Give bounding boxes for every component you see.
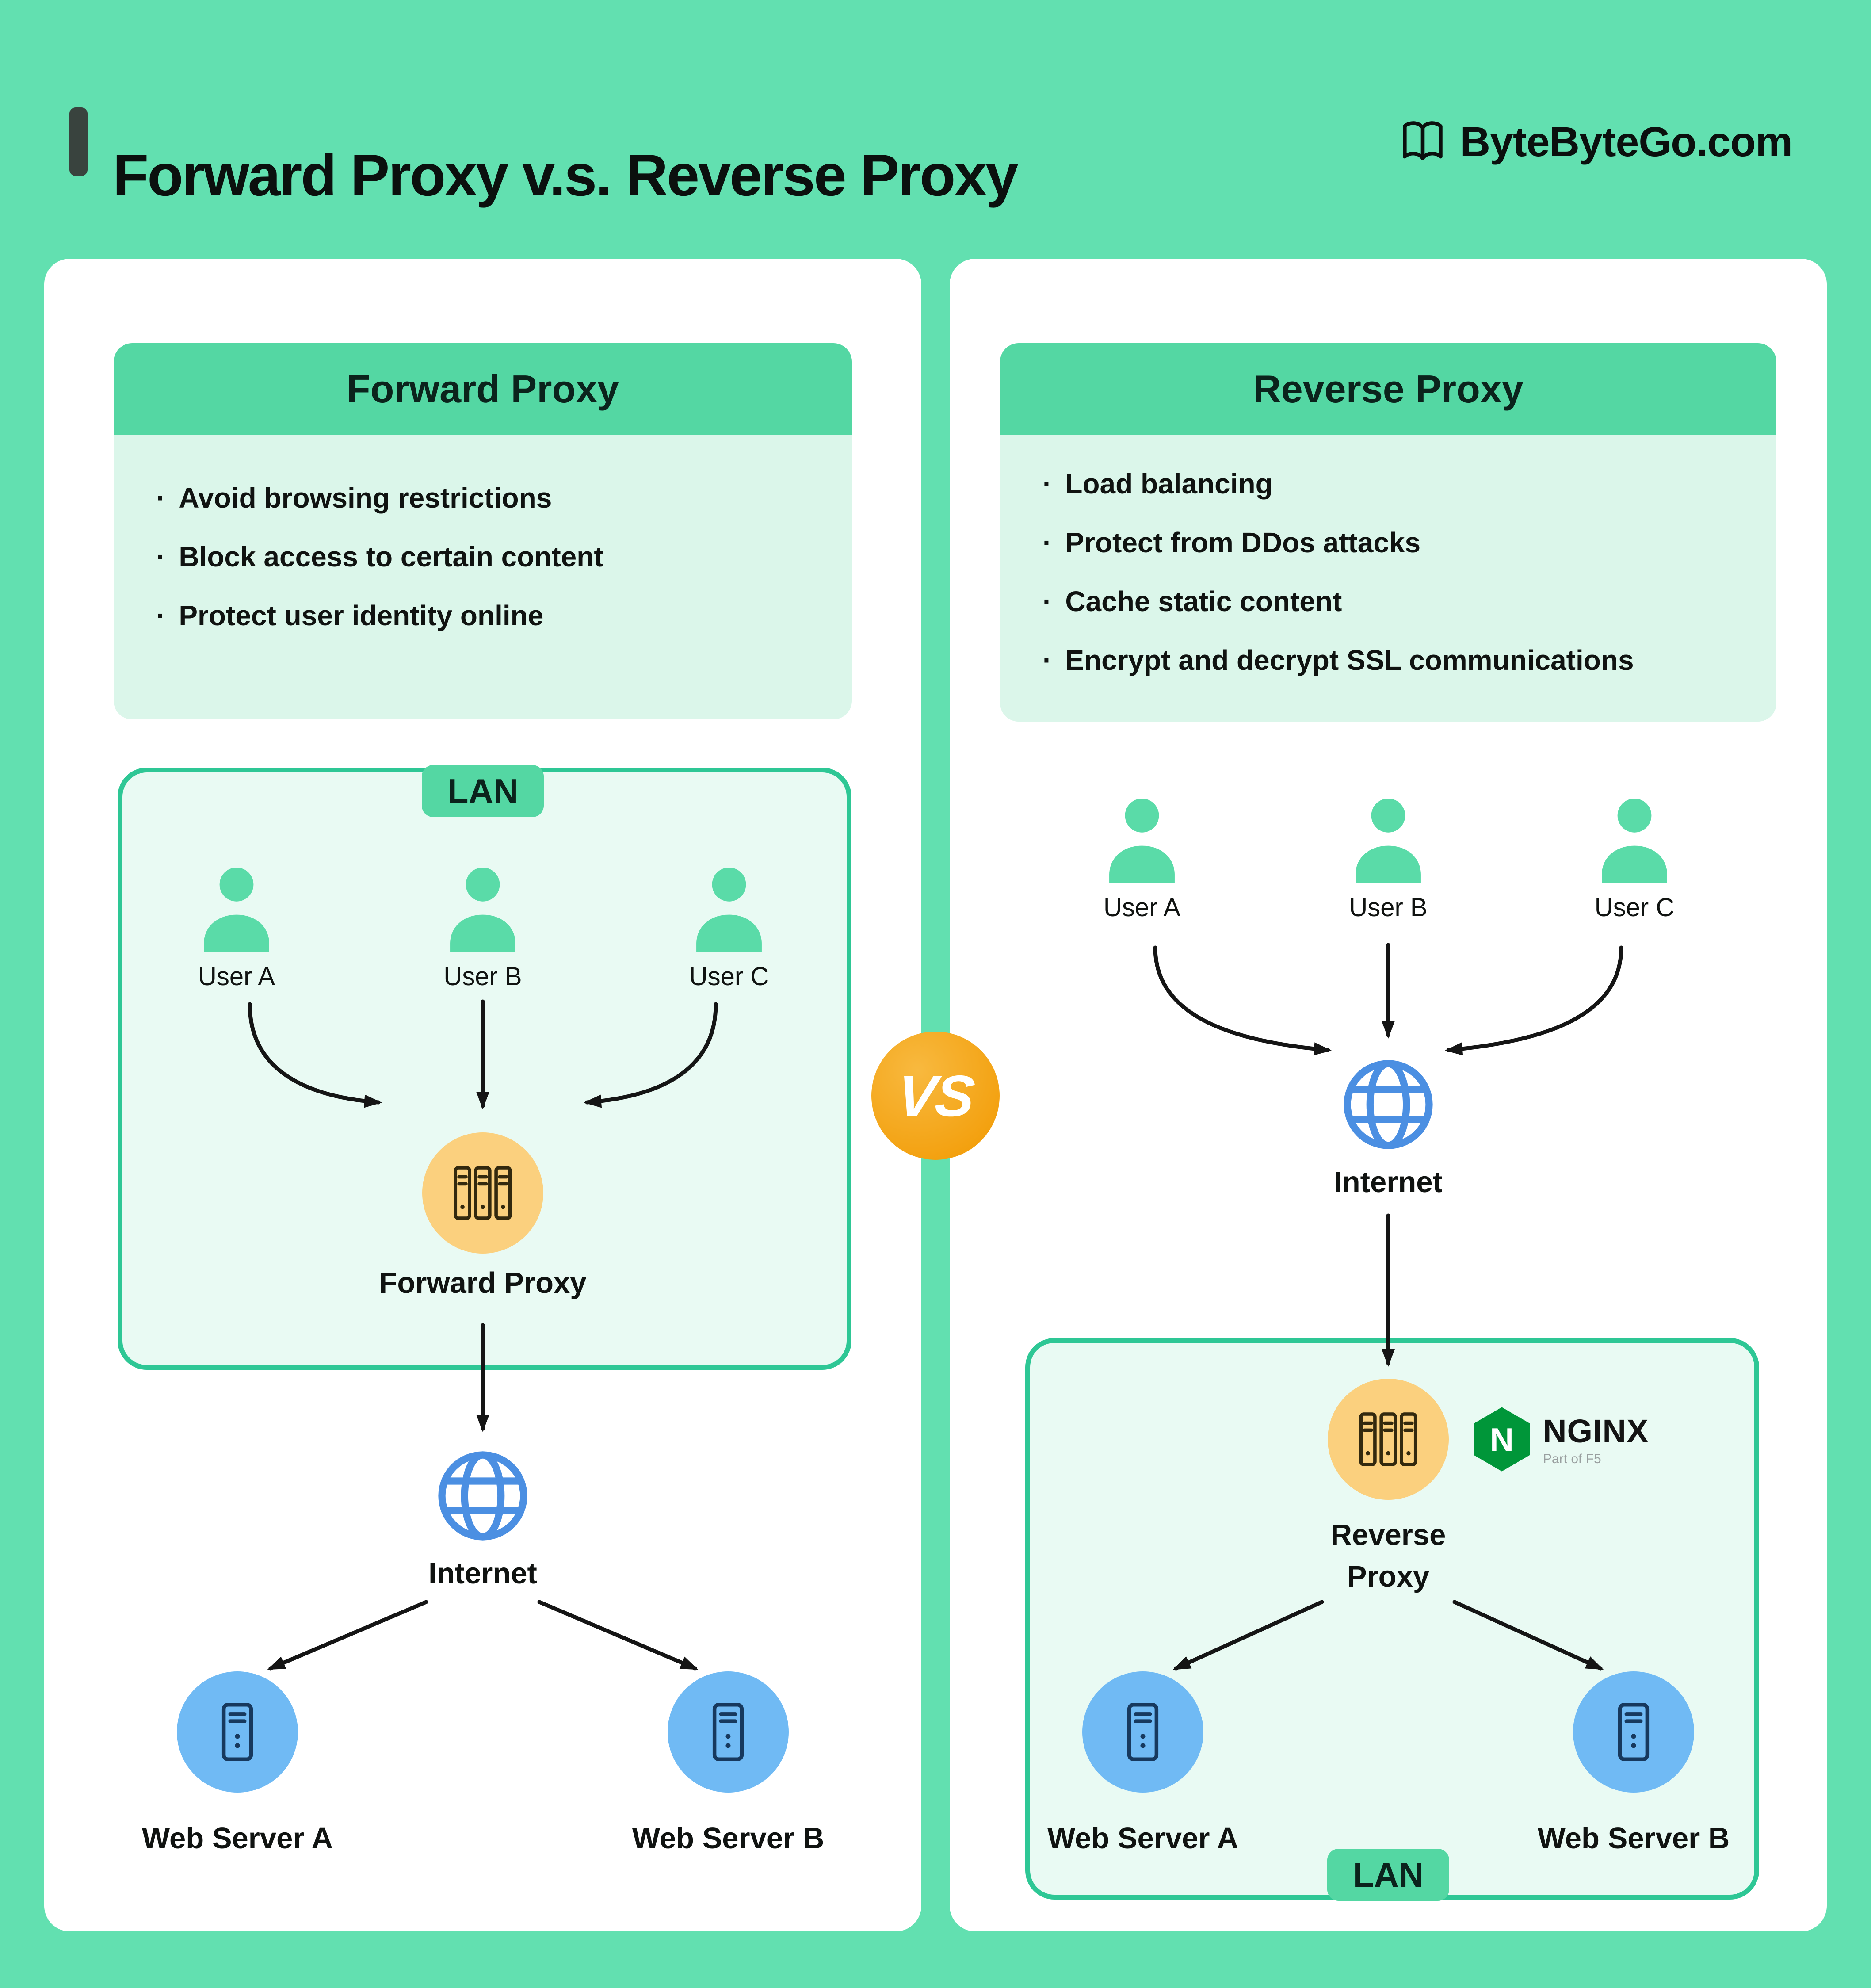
reverse-lan-label: LAN: [1327, 1849, 1449, 1901]
bullet-marker: ·: [1042, 644, 1052, 676]
user-icon: [1602, 799, 1667, 883]
reverse-proxy-card: Reverse Proxy · Load balancing · Protect f…: [1000, 343, 1776, 722]
reverse-server-a-label: Web Server A: [1047, 1822, 1238, 1855]
forward-card-bullets: · Avoid browsing restrictions · Block acce…: [114, 435, 852, 719]
user-b: User B: [1322, 795, 1455, 922]
reverse-internet-label: Internet: [1334, 1166, 1443, 1199]
page-title: Forward Proxy v.s. Reverse Proxy: [113, 143, 1018, 209]
nginx-letter: N: [1490, 1422, 1514, 1458]
internet-globe-icon: [438, 1451, 527, 1541]
user-a: User A: [1076, 795, 1208, 922]
web-server-a-node: [177, 1671, 298, 1793]
bullet-marker: ·: [156, 482, 166, 514]
web-server-icon: [221, 1703, 253, 1761]
forward-proxy-card: Forward Proxy · Avoid browsing restrictio…: [114, 343, 852, 719]
user-icon: [450, 868, 515, 952]
bullet-marker: ·: [1042, 468, 1052, 500]
bullet-item: · Cache static content: [1042, 572, 1759, 631]
forward-proxy-node: [422, 1132, 543, 1254]
bullet-item: · Protect user identity online: [156, 586, 834, 645]
reverse-proxy-label: Reverse Proxy: [1330, 1518, 1446, 1593]
web-server-b-node: [1573, 1671, 1694, 1793]
bullet-item: · Avoid browsing restrictions: [156, 469, 834, 528]
bullet-text: Encrypt and decrypt SSL communications: [1065, 644, 1634, 676]
bullet-marker: ·: [156, 600, 166, 631]
bullet-item: · Block access to certain content: [156, 528, 834, 586]
title-accent-bar: [69, 107, 88, 176]
reverse-proxy-node: [1328, 1379, 1449, 1500]
reverse-server-b-label: Web Server B: [1537, 1822, 1730, 1855]
user-b: User B: [416, 864, 549, 991]
bullet-marker: ·: [1042, 585, 1052, 617]
bullet-item: · Encrypt and decrypt SSL communications: [1042, 631, 1759, 690]
user-icon: [204, 868, 269, 952]
bullet-text: Cache static content: [1065, 585, 1342, 617]
user-icon: [1109, 799, 1175, 883]
user-c-label: User C: [1594, 893, 1675, 922]
web-server-b-node: [668, 1671, 789, 1793]
forward-internet-label: Internet: [428, 1557, 537, 1590]
reverse-proxy-panel: Reverse Proxy · Load balancing · Protect f…: [950, 259, 1827, 1931]
reverse-card-title: Reverse Proxy: [1000, 343, 1776, 435]
internet-globe-icon: [1344, 1060, 1433, 1149]
user-a: User A: [170, 864, 303, 991]
nginx-wordmark: NGINX Part of F5: [1543, 1412, 1649, 1467]
web-server-icon: [1127, 1703, 1159, 1761]
bullet-text: Protect from DDos attacks: [1065, 527, 1421, 558]
bullet-item: · Protect from DDos attacks: [1042, 513, 1759, 572]
vs-badge: VS: [871, 1032, 1000, 1160]
forward-server-b-label: Web Server B: [632, 1822, 825, 1855]
brand: ByteByteGo.com: [1397, 116, 1793, 168]
bytebytego-logo-icon: [1402, 121, 1443, 161]
user-c: User C: [1568, 795, 1701, 922]
vs-text: VS: [894, 1063, 977, 1128]
user-c-label: User C: [689, 962, 769, 991]
user-b-label: User B: [1349, 893, 1428, 922]
forward-lan-label: LAN: [422, 765, 544, 817]
bullet-text: Block access to certain content: [179, 541, 603, 573]
nginx-name: NGINX: [1543, 1412, 1649, 1449]
user-icon: [696, 868, 762, 952]
web-server-icon: [1618, 1703, 1650, 1761]
nginx-logo: N NGINX Part of F5: [1470, 1405, 1649, 1474]
proxy-server-icon: [454, 1166, 512, 1220]
user-a-label: User A: [1103, 893, 1181, 922]
reverse-card-bullets: · Load balancing · Protect from DDos attac…: [1000, 435, 1776, 722]
forward-proxy-panel: Forward Proxy · Avoid browsing restrictio…: [44, 259, 921, 1931]
proxy-server-icon: [1359, 1412, 1417, 1466]
bullet-text: Avoid browsing restrictions: [179, 482, 552, 514]
user-icon: [1356, 799, 1421, 883]
forward-card-title: Forward Proxy: [114, 343, 852, 435]
nginx-subtitle: Part of F5: [1543, 1451, 1601, 1466]
bullet-text: Protect user identity online: [179, 600, 544, 631]
user-a-label: User A: [198, 962, 275, 991]
bullet-marker: ·: [1042, 527, 1052, 558]
bullet-text: Load balancing: [1065, 468, 1273, 500]
forward-server-a-label: Web Server A: [142, 1822, 333, 1855]
user-c: User C: [663, 864, 795, 991]
web-server-icon: [712, 1703, 744, 1761]
brand-name: ByteByteGo.com: [1460, 118, 1793, 165]
forward-proxy-label: Forward Proxy: [379, 1266, 587, 1300]
bullet-item: · Load balancing: [1042, 455, 1759, 513]
web-server-a-node: [1082, 1671, 1203, 1793]
user-b-label: User B: [443, 962, 522, 991]
nginx-hexagon-icon: N: [1474, 1407, 1530, 1472]
bullet-marker: ·: [156, 541, 166, 573]
